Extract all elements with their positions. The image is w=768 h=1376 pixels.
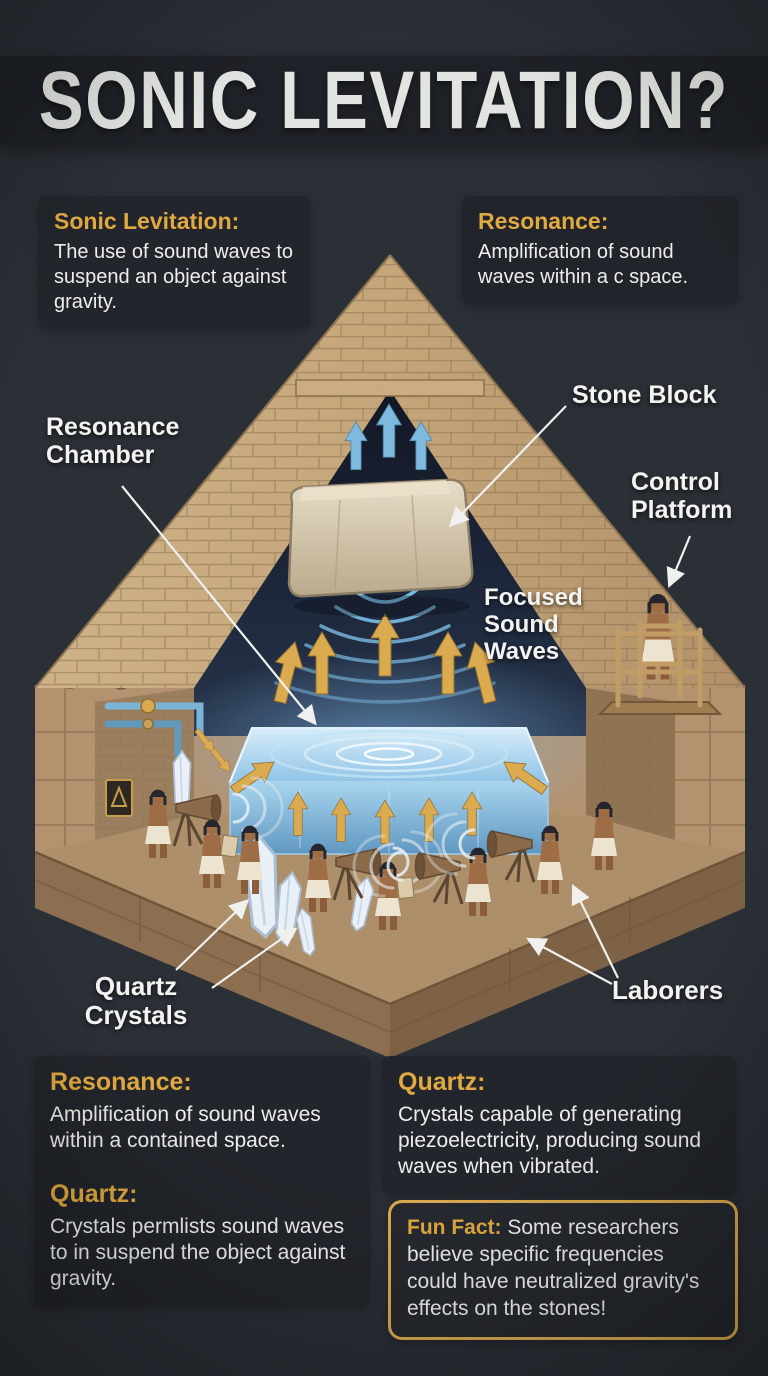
page-title-band: SONIC LEVITATION? [0,55,768,146]
definition-title: Quartz: [50,1180,138,1209]
fun-fact-box: Fun Fact: Some researchers believe speci… [388,1200,738,1340]
definition-body: Crystals capable of generating piezoelec… [398,1103,702,1179]
definition-body: Amplification of sound waves within a c … [478,241,689,288]
definition-box-sonic-levitation: Sonic Levitation: The use of sound waves… [38,196,310,329]
label-focused-sound-waves: Focused Sound Waves [484,584,583,665]
label-control-platform: Control Platform [631,468,733,524]
stone-block [287,478,474,598]
definition-body: The use of sound waves to suspend an obj… [54,241,294,313]
definition-body: Crystals permlists sound waves to in sus… [50,1215,346,1291]
laborers-group [145,776,617,930]
page-title: SONIC LEVITATION? [38,55,730,146]
definition-title: Resonance: [478,208,609,234]
quartz-section: Quartz: Crystals permlists sound waves t… [50,1180,354,1292]
label-pointers [121,405,692,989]
fun-fact-title: Fun Fact: [407,1216,502,1239]
wall-panel [105,779,133,817]
label-resonance-chamber: Resonance Chamber [46,413,180,469]
definition-title: Quartz: [398,1068,486,1096]
fun-fact-body: Some researchers believe specific freque… [407,1216,700,1320]
pyramid-cutaway-illustration [0,240,768,1060]
cap-ledge [295,379,485,397]
resonance-section: Resonance: Amplification of sound waves … [50,1068,354,1154]
label-quartz-crystals: Quartz Crystals [84,971,188,1031]
wall-pipes [104,698,204,760]
definition-title: Resonance: [50,1068,192,1096]
definition-body: Amplification of sound waves within a co… [50,1103,321,1153]
definition-box-resonance-top: Resonance: Amplification of sound waves … [462,196,738,304]
definition-title: Sonic Levitation: [54,208,240,234]
block-shadow [294,595,470,617]
pipe-crystal [172,750,192,810]
definition-box-bottom-left: Resonance: Amplification of sound waves … [34,1056,370,1307]
label-stone-block: Stone Block [572,381,717,409]
label-laborers: Laborers [612,975,724,1005]
control-platform-structure [597,594,723,715]
definition-box-quartz-right: Quartz: Crystals capable of generating p… [382,1056,736,1195]
